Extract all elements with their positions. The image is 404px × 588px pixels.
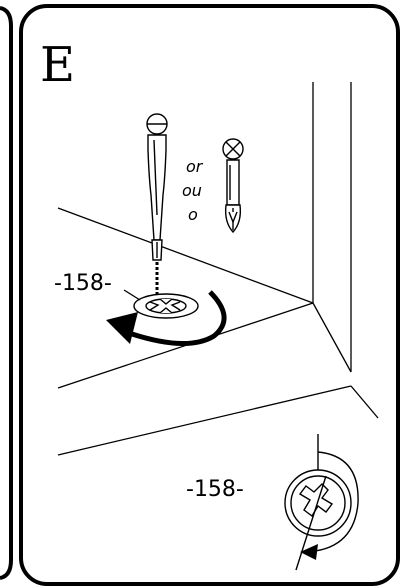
or-label-es: o <box>188 205 198 224</box>
cam-lock <box>133 293 199 319</box>
callout-leader-main <box>123 289 141 301</box>
rotation-arrow <box>131 290 227 346</box>
adjacent-panel-border <box>0 6 13 580</box>
cabinet-outline <box>57 82 379 456</box>
flat-screwdriver-icon <box>146 113 168 261</box>
part-callout-main: -158- <box>54 271 112 296</box>
or-label-fr: ou <box>182 181 202 200</box>
cam-lock-detail <box>284 434 359 571</box>
or-label-en: or <box>186 157 204 176</box>
step-letter: E <box>40 37 75 93</box>
rotation-arrowhead-icon <box>106 312 138 344</box>
phillips-screwdriver-icon <box>222 138 244 234</box>
part-callout-detail: -158- <box>186 477 244 502</box>
detail-rotation-arrowhead-icon <box>300 544 318 560</box>
